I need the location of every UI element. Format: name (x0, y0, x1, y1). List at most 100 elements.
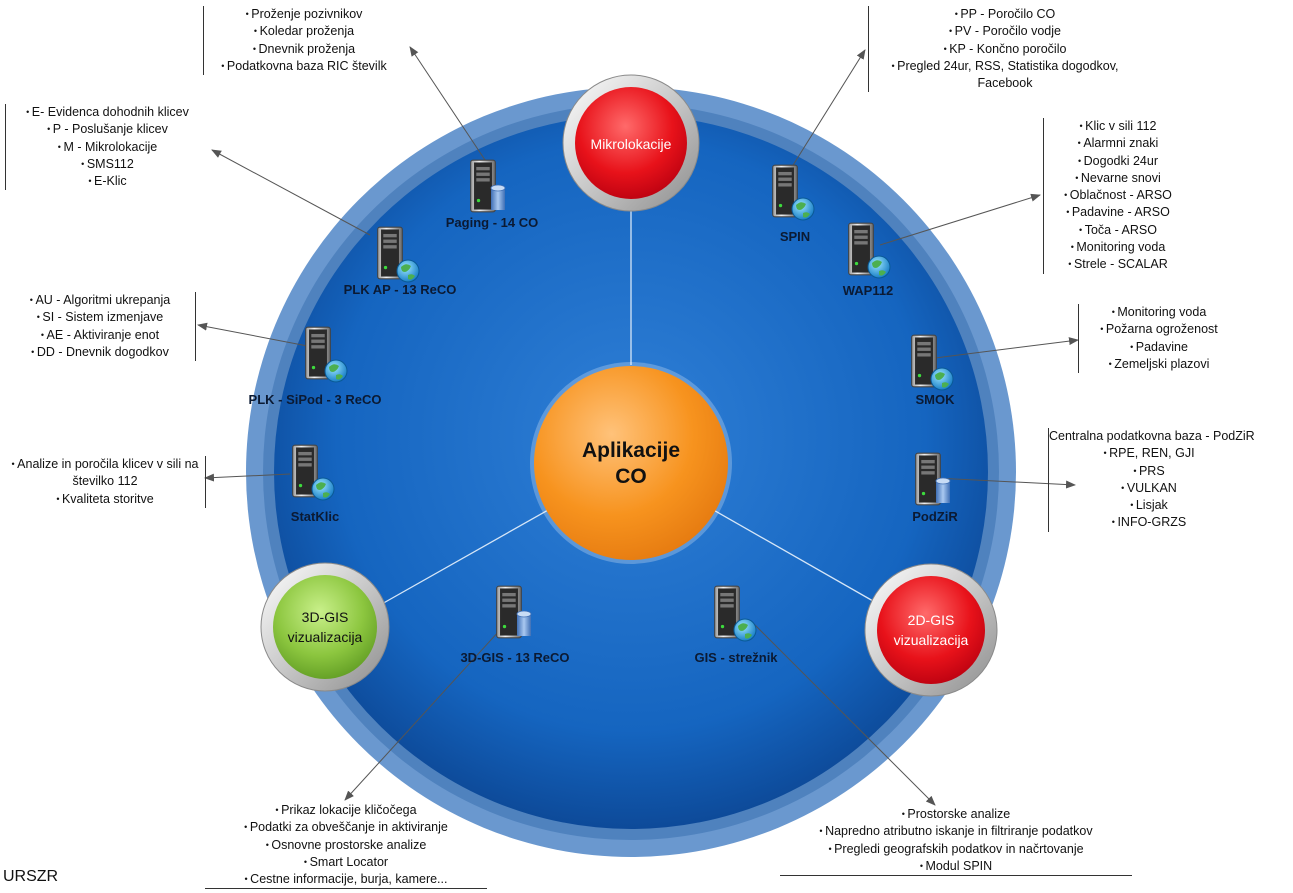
hub-2dgis-line1: 2D-GIS (908, 612, 955, 628)
list-item: PP - Poročilo CO (869, 6, 1141, 23)
list-item: Smart Locator (205, 854, 487, 871)
list-item: Prostorske analize (780, 806, 1132, 823)
hub-mikrolokacije: Mikrolokacije (562, 74, 700, 212)
list-item: PRS (1049, 463, 1249, 480)
hub-mikrolokacije-label: Mikrolokacije (591, 136, 672, 152)
server-smok: SMOK (911, 334, 956, 407)
list-item: AE - Aktiviranje enot (5, 327, 195, 344)
list-3dgis: Prikaz lokacije kličočegaPodatki za obve… (205, 802, 487, 890)
list-smok: Monitoring vodaPožarna ogroženostPadavin… (1078, 304, 1239, 374)
list-item: Lisjak (1049, 497, 1249, 514)
server-gis: GIS - strežnik (694, 585, 778, 665)
list-item: Modul SPIN (780, 858, 1132, 875)
list-item: INFO-GRZS (1049, 514, 1249, 531)
list-item: Podatkovna baza RIC številk (204, 58, 404, 75)
list-wap112: Klic v sili 112Alarmni znakiDogodki 24ur… (1043, 118, 1192, 274)
server-label: StatKlic (291, 509, 339, 524)
list-item: Monitoring voda (1044, 239, 1192, 256)
server-label: WAP112 (843, 283, 894, 298)
center-node: Aplikacije CO (530, 362, 732, 564)
database-top-icon (935, 477, 951, 485)
server-label: Paging - 14 CO (446, 215, 538, 230)
list-plk-ap: E- Evidenca dohodnih klicevP - Poslušanj… (5, 104, 209, 191)
list-item: SI - Sistem izmenjave (5, 309, 195, 326)
list-item: Monitoring voda (1079, 304, 1239, 321)
list-item: Pregled 24ur, RSS, Statistika dogodkov, … (869, 58, 1141, 93)
list-item: Koledar proženja (204, 23, 404, 40)
list-item: KP - Končno poročilo (869, 41, 1141, 58)
globe-land-icon (872, 260, 886, 276)
server-label: SPIN (780, 229, 810, 244)
hub-3dgis-line1: 3D-GIS (302, 609, 349, 625)
server-paging: Paging - 14 CO (446, 159, 538, 230)
database-icon (936, 481, 950, 503)
list-statklic: Analize in poročila klicev v sili na šte… (5, 456, 206, 508)
center-label-line1: Aplikacije (582, 439, 680, 462)
list-item: Toča - ARSO (1044, 222, 1192, 239)
list-paging: Proženje pozivnikovKoledar proženjaDnevn… (203, 6, 404, 76)
list-item: Klic v sili 112 (1044, 118, 1192, 135)
globe-land-icon (935, 372, 949, 388)
list-item: Proženje pozivnikov (204, 6, 404, 23)
server-podzir: PodZiR (912, 452, 958, 524)
list-item: Dogodki 24ur (1044, 153, 1192, 170)
server-plk-sipod: PLK - SiPod - 3 ReCO (249, 326, 382, 407)
list-2dgis: Prostorske analizeNapredno atributno isk… (780, 806, 1132, 877)
server-label: PodZiR (912, 509, 958, 524)
hub-3dgis-line2: vizualizacija (288, 629, 363, 645)
list-title: Centralna podatkovna baza - PodZiR (1049, 429, 1255, 443)
list-item: Nevarne snovi (1044, 170, 1192, 187)
list-item: AU - Algoritmi ukrepanja (5, 292, 195, 309)
list-item: Oblačnost - ARSO (1044, 187, 1192, 204)
list-item: Padavine - ARSO (1044, 204, 1192, 221)
list-item: E-Klic (6, 173, 209, 190)
list-item: Osnovne prostorske analize (205, 837, 487, 854)
list-item: P - Poslušanje klicev (6, 121, 209, 138)
list-item: Alarmni znaki (1044, 135, 1192, 152)
list-item: Analize in poročila klicev v sili na šte… (5, 456, 205, 491)
list-item: SMS112 (6, 156, 209, 173)
list-item: Strele - SCALAR (1044, 256, 1192, 273)
arrow-lines (197, 46, 1079, 806)
list-podzir: Centralna podatkovna baza - PodZiR RPE, R… (1048, 428, 1255, 532)
list-item: Padavine (1079, 339, 1239, 356)
server-label: PLK AP - 13 ReCO (344, 282, 457, 297)
server-spin: SPIN (772, 164, 815, 244)
server-label: PLK - SiPod - 3 ReCO (249, 392, 382, 407)
list-item: DD - Dnevnik dogodkov (5, 344, 195, 361)
server-statklic: StatKlic (291, 444, 339, 524)
list-item: PV - Poročilo vodje (869, 23, 1141, 40)
server-label: GIS - strežnik (694, 650, 778, 665)
server-3dgis: 3D-GIS - 13 ReCO (460, 585, 570, 665)
hub-2dgis: 2D-GIS vizualizacija (864, 563, 998, 697)
globe-land-icon (738, 623, 752, 639)
list-item: Zemeljski plazovi (1079, 356, 1239, 373)
list-item: Pregledi geografskih podatkov in načrtov… (780, 841, 1132, 858)
server-label: 3D-GIS - 13 ReCO (460, 650, 569, 665)
hub-3dgis: 3D-GIS vizualizacija (260, 562, 390, 692)
server-wap112: WAP112 (843, 222, 894, 298)
list-item: RPE, REN, GJI (1049, 445, 1249, 462)
globe-land-icon (329, 364, 343, 380)
database-icon (491, 188, 505, 210)
list-spin: PP - Poročilo COPV - Poročilo vodjeKP - … (868, 6, 1141, 93)
list-item: E- Evidenca dohodnih klicev (6, 104, 209, 121)
server-nodes: Paging - 14 CO PLK AP - 13 ReCO PLK - SiPo… (249, 159, 958, 665)
list-item: Cestne informacije, burja, kamere... (205, 871, 487, 888)
list-item: VULKAN (1049, 480, 1249, 497)
globe-land-icon (796, 202, 810, 218)
server-label: SMOK (916, 392, 956, 407)
list-plk-sipod: AU - Algoritmi ukrepanjaSI - Sistem izme… (5, 292, 196, 362)
list-item: M - Mikrolokacije (6, 139, 209, 156)
list-item: Dnevnik proženja (204, 41, 404, 58)
list-item: Napredno atributno iskanje in filtriranj… (780, 823, 1132, 840)
database-icon (517, 614, 531, 636)
footer-label: URSZR (3, 868, 59, 885)
globe-land-icon (316, 482, 330, 498)
database-top-icon (490, 184, 506, 192)
list-item: Kvaliteta storitve (5, 491, 205, 508)
list-item: Požarna ogroženost (1079, 321, 1239, 338)
hub-2dgis-line2: vizualizacija (894, 632, 969, 648)
globe-land-icon (401, 264, 415, 280)
